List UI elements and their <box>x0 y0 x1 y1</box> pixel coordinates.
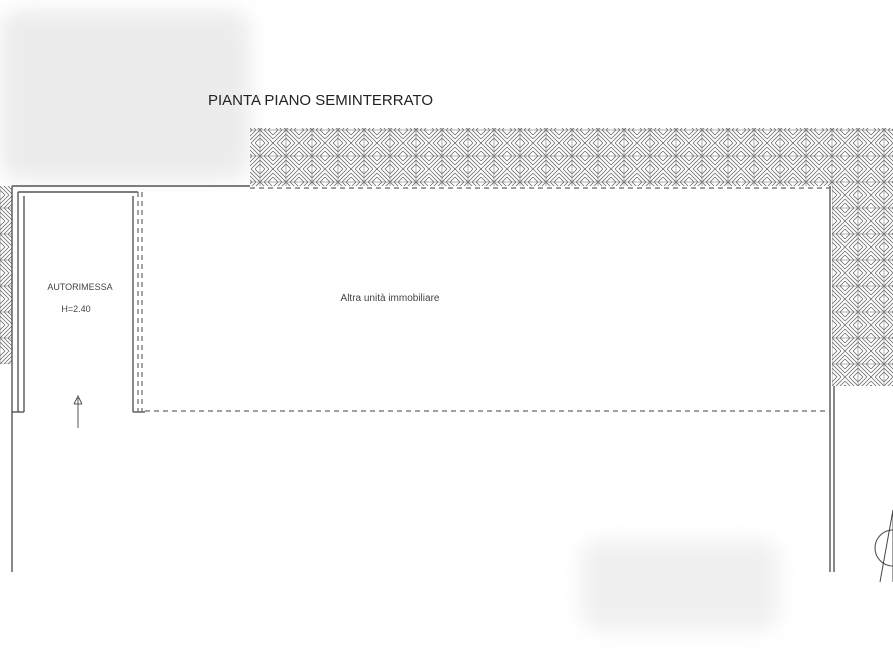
blurred-logo-area <box>0 10 250 180</box>
garage-walls <box>12 191 145 413</box>
earth-hatch-top <box>250 128 893 186</box>
plan-title: PIANTA PIANO SEMINTERRATO <box>208 92 433 109</box>
blurred-watermark-area <box>580 540 780 630</box>
garage-label: AUTORIMESSA <box>47 282 112 292</box>
entrance-arrow-icon <box>73 394 83 428</box>
other-unit-boundary <box>137 187 830 412</box>
other-unit-label: Altra unità immobiliare <box>341 293 440 304</box>
earth-hatch-left <box>0 186 12 364</box>
garage-height-label: H=2.40 <box>61 304 90 314</box>
north-arrow-icon <box>874 509 893 583</box>
outer-walls <box>11 185 835 572</box>
earth-hatch-right <box>832 186 893 386</box>
